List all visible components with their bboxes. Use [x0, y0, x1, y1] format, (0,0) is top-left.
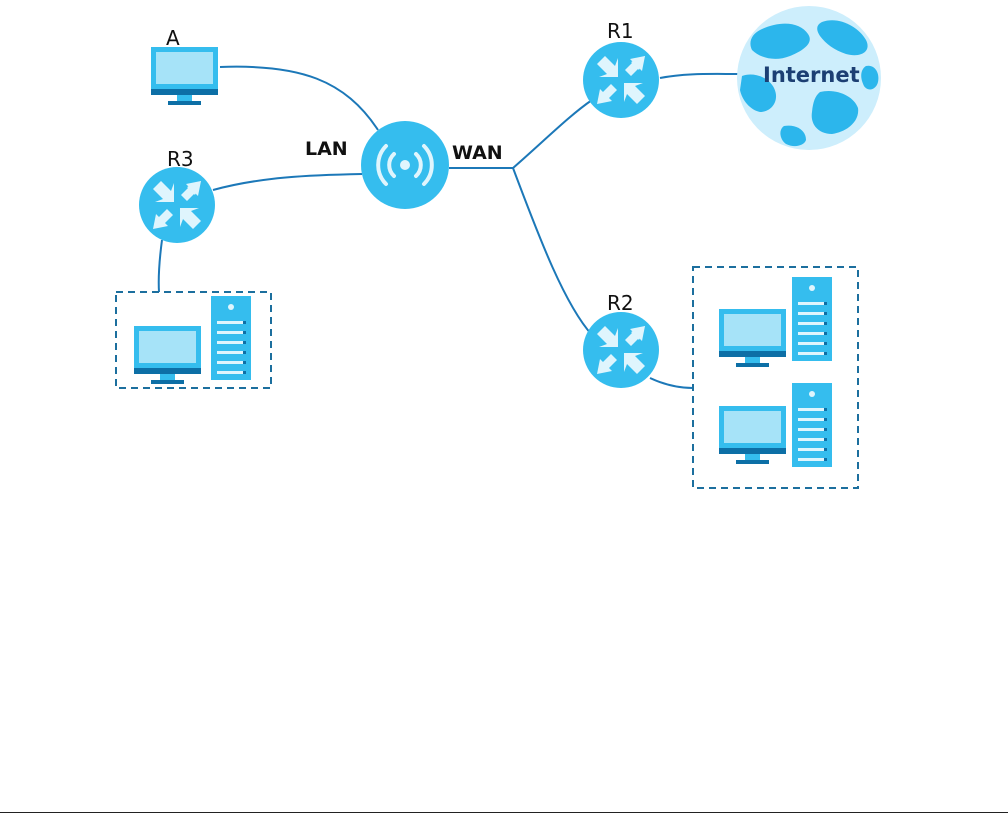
router-icon — [583, 42, 659, 118]
router-r2-label: R2 — [607, 291, 634, 315]
router-r1-label: R1 — [607, 19, 634, 43]
lan-label: LAN — [305, 138, 348, 160]
link-wan-to-r2 — [513, 168, 592, 335]
link-r3-to-group-left — [159, 240, 162, 292]
server-tower-icon — [792, 277, 832, 361]
link-r3-to-ap — [213, 174, 362, 190]
server-tower-icon — [211, 296, 251, 380]
router-icon — [583, 312, 659, 388]
server-tower-icon — [792, 383, 832, 467]
desktop-computer-icon — [134, 326, 201, 384]
link-wan-to-r1 — [513, 100, 592, 168]
wan-label: WAN — [452, 142, 503, 164]
router-icon — [139, 167, 215, 243]
device-group-right — [693, 267, 858, 488]
internet-label: Internet — [763, 63, 860, 87]
desktop-computer-icon — [719, 309, 786, 367]
computer-a-label: A — [166, 26, 180, 50]
link-r1-to-internet — [660, 74, 738, 78]
link-r2-to-group-right — [650, 378, 693, 388]
wireless-access-point-icon — [361, 121, 449, 209]
link-a-to-ap — [220, 67, 378, 130]
router-r3-label: R3 — [167, 147, 194, 171]
desktop-computer-icon — [719, 406, 786, 464]
page-footer-rule — [0, 812, 1008, 813]
desktop-computer-icon — [151, 47, 218, 105]
